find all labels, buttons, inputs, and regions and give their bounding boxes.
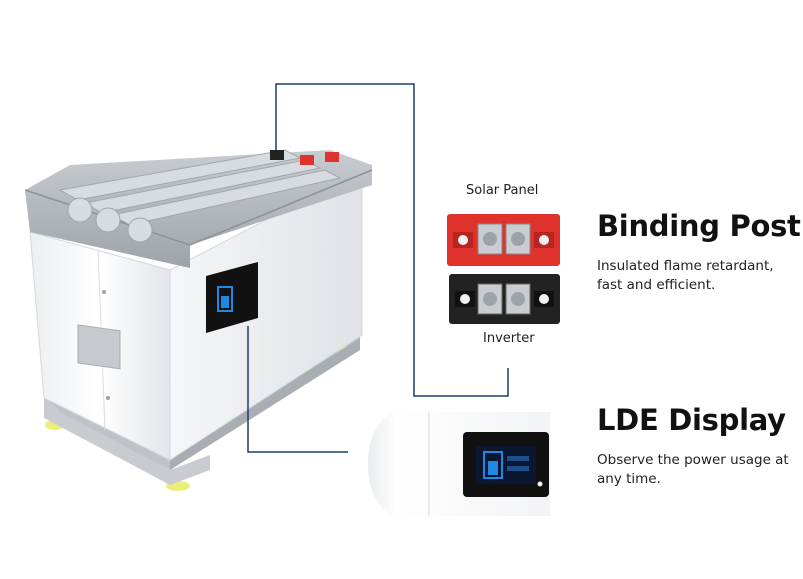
callout-lines	[247, 83, 509, 453]
red-binding-post	[447, 214, 560, 266]
binding-post-description: Insulated flame retardant, fast and effi…	[597, 258, 774, 293]
battery-cabinet	[24, 149, 373, 491]
battery-level-icon	[217, 286, 233, 312]
binding-post-title: Binding Post	[597, 209, 801, 243]
battery-level-icon	[483, 451, 503, 479]
top-terminal-black	[270, 150, 284, 160]
solar-panel-label: Solar Panel	[466, 183, 539, 198]
inverter-label: Inverter	[483, 331, 535, 346]
lde-display-title: LDE Display	[597, 403, 786, 437]
cabinet-handle	[77, 324, 121, 370]
battery-cells	[58, 149, 342, 243]
top-terminal-red	[300, 155, 314, 165]
top-terminal-red	[325, 152, 339, 162]
display-zoom	[368, 412, 550, 516]
lde-display-description: Observe the power usage at any time.	[597, 452, 789, 487]
black-binding-post	[449, 274, 560, 324]
